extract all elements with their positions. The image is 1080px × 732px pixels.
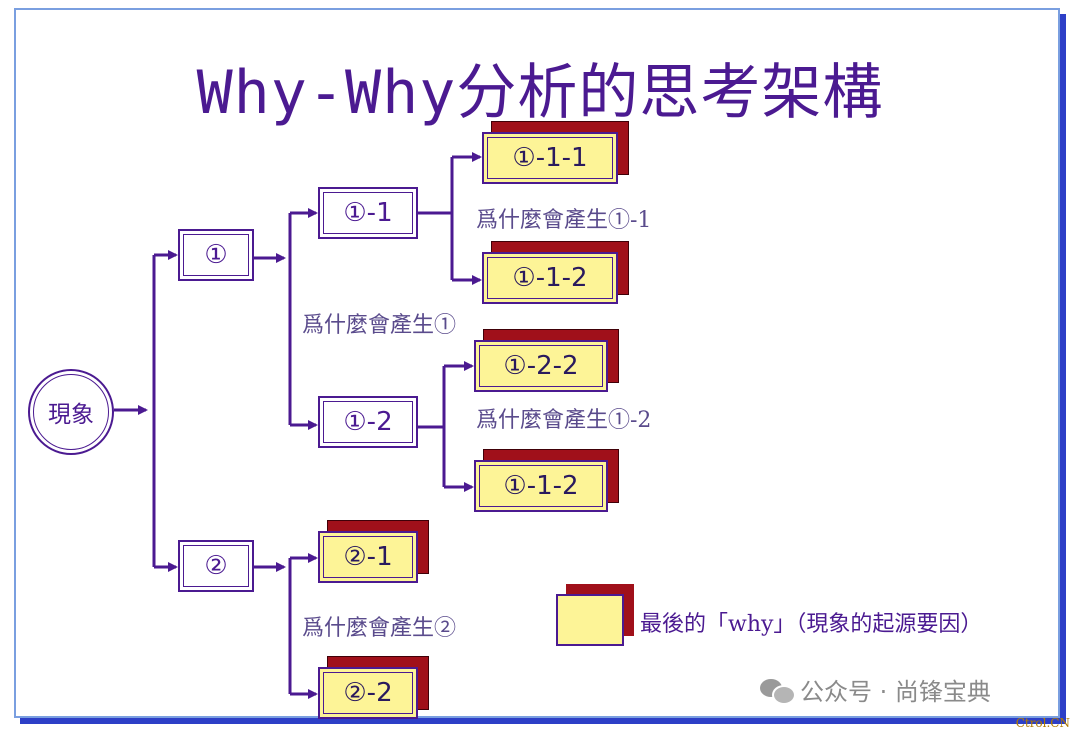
- root-node-label: 現象: [48, 402, 94, 428]
- root-node-phenomenon: 現象: [28, 369, 114, 455]
- watermark: 公众号 · 尚锋宝典: [760, 672, 991, 707]
- leaf-1-2-2-label: ①-2-2: [503, 351, 579, 381]
- why-label-1-2: 爲什麼會產生①-2: [476, 408, 652, 433]
- leaf-2-1-label: ②-1: [343, 542, 393, 572]
- leaf-1-1-2: ①-1-2: [482, 252, 618, 304]
- watermark-text: 公众号 · 尚锋宝典: [800, 678, 991, 706]
- wechat-icon: [760, 677, 796, 705]
- leaf-1-1-1-label: ①-1-1: [512, 143, 588, 173]
- leaf-1-2-x: ①-1-2: [474, 460, 608, 512]
- leaf-1-1-1: ①-1-1: [482, 132, 618, 184]
- node-2: ②: [178, 540, 254, 592]
- corner-mark: Ctrol.CN: [1015, 716, 1070, 730]
- node-1-2: ①-2: [318, 396, 418, 448]
- node-1-label: ①: [204, 240, 228, 270]
- why-label-1-1: 爲什麼會產生①-1: [476, 208, 652, 233]
- node-2-label: ②: [204, 551, 228, 581]
- diagram-title: Why-Why分析的思考架構: [196, 58, 884, 128]
- why-label-2: 爲什麼會產生②: [302, 616, 457, 641]
- leaf-1-1-2-label: ①-1-2: [512, 263, 588, 293]
- leaf-1-2-2: ①-2-2: [474, 340, 608, 392]
- node-1-2-label: ①-2: [343, 407, 393, 437]
- leaf-1-2-x-label: ①-1-2: [503, 471, 579, 501]
- node-1-1-label: ①-1: [343, 198, 393, 228]
- why-label-1: 爲什麼會產生①: [302, 313, 457, 338]
- legend-swatch: [556, 594, 624, 646]
- leaf-2-2: ②-2: [318, 667, 418, 719]
- node-1-1: ①-1: [318, 187, 418, 239]
- legend-text: 最後的「why」（現象的起源要因）: [640, 612, 983, 637]
- node-1: ①: [178, 229, 254, 281]
- leaf-2-1: ②-1: [318, 531, 418, 583]
- leaf-2-2-label: ②-2: [343, 678, 393, 708]
